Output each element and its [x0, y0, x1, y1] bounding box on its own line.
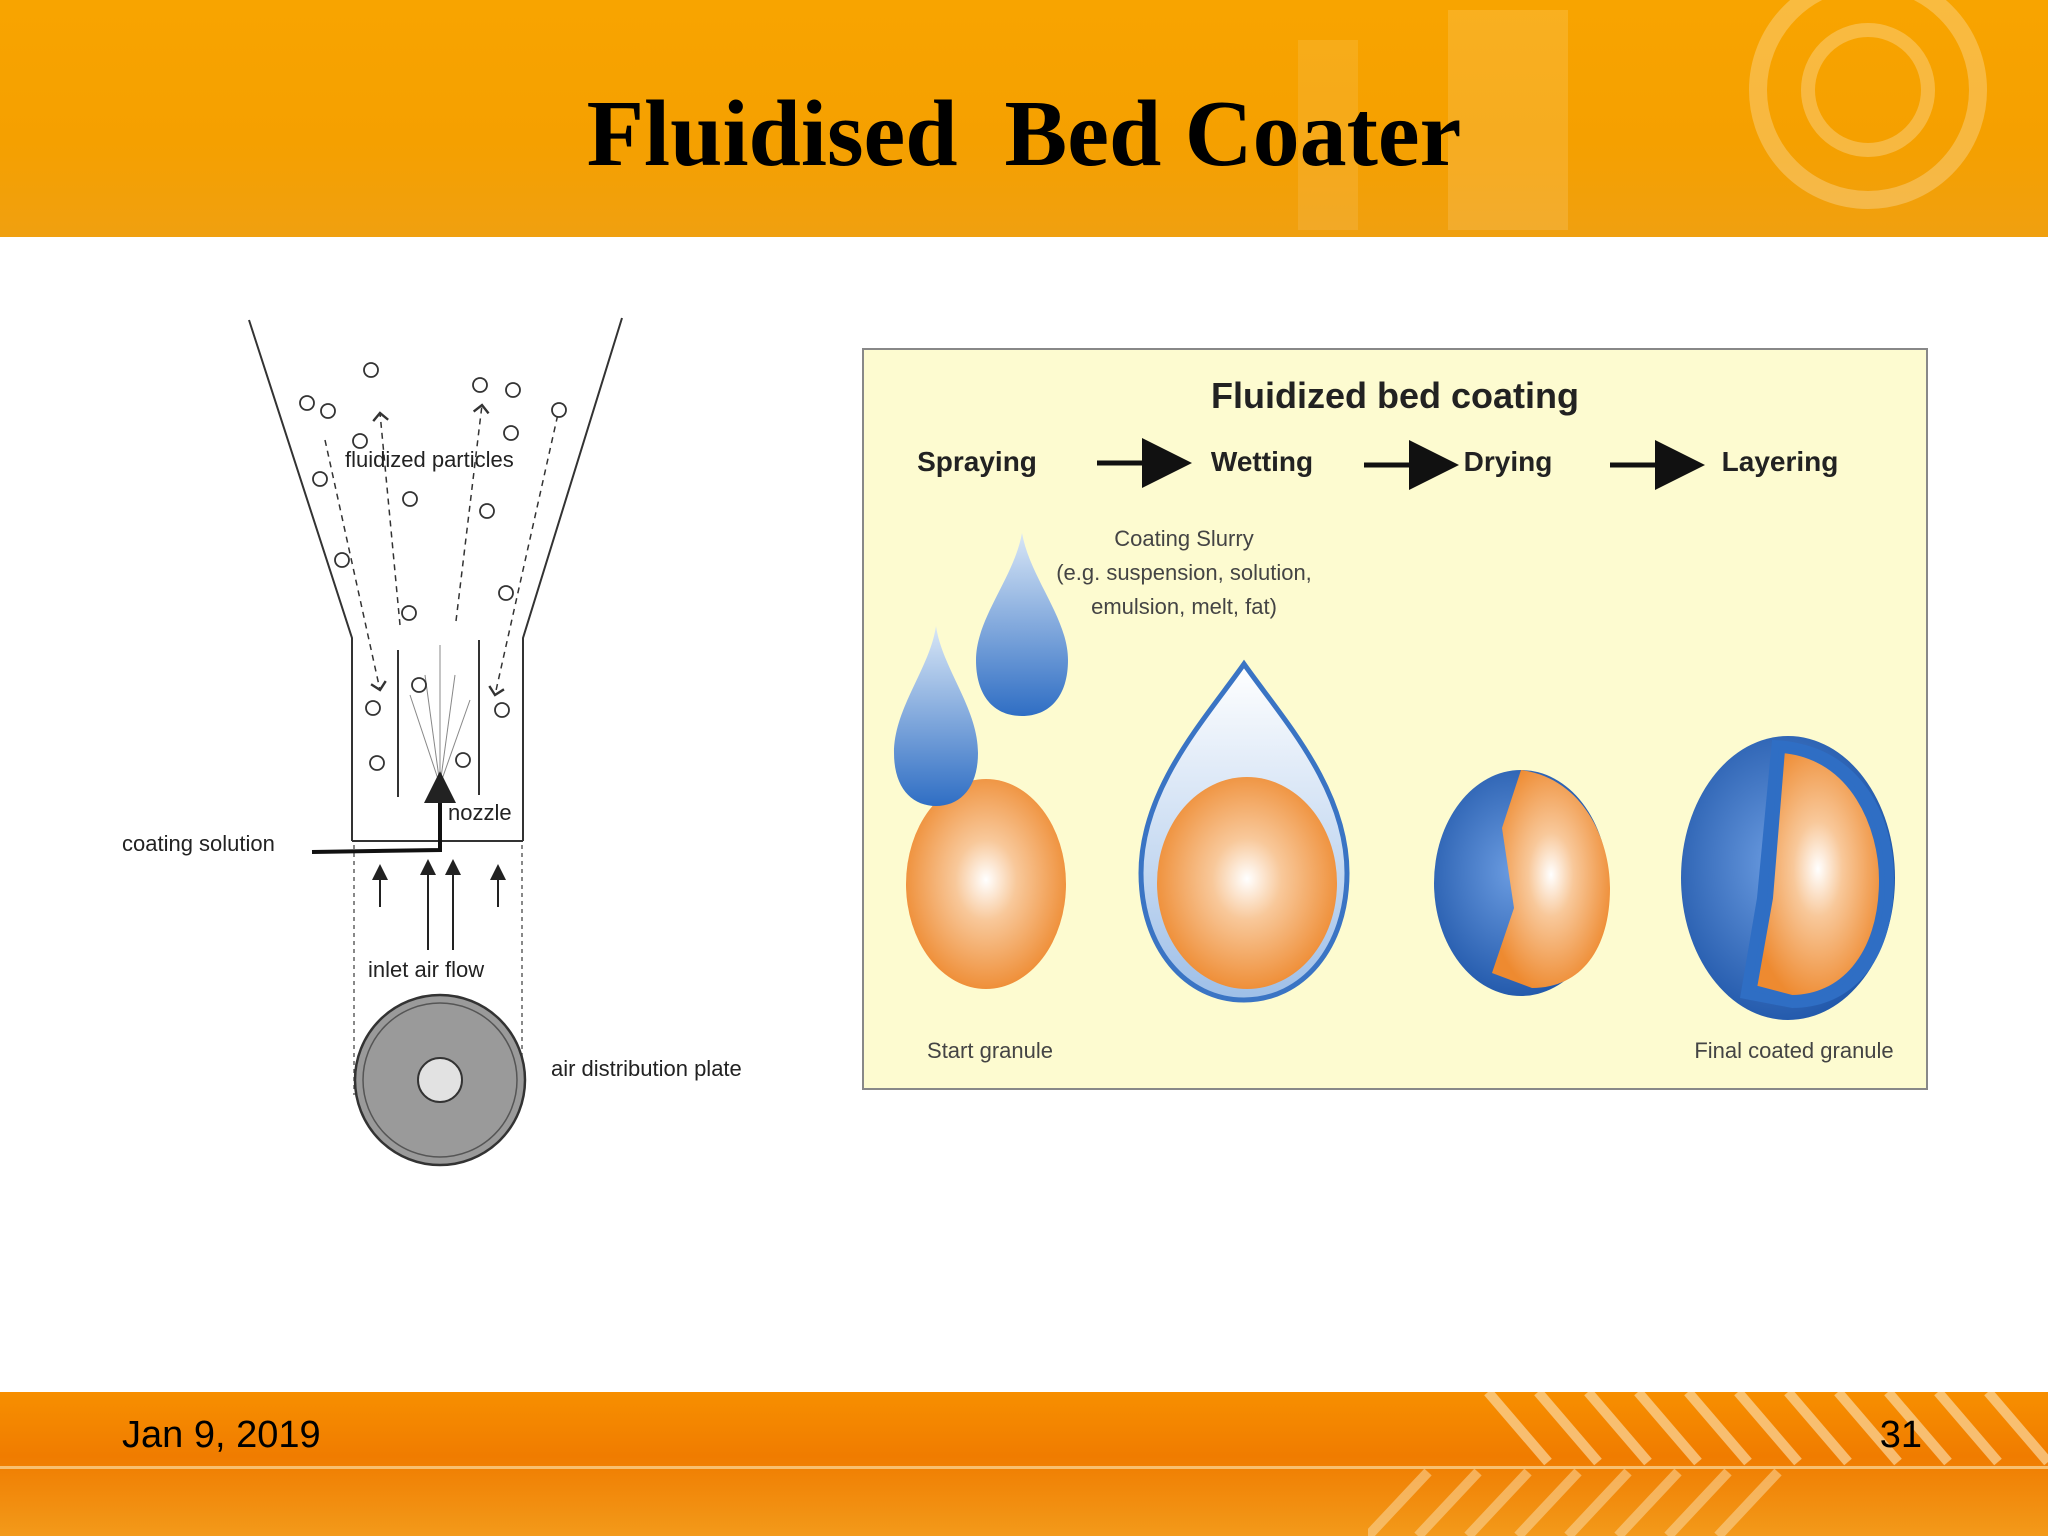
slurry-caption-3: emulsion, melt, fat)	[1091, 594, 1277, 619]
drying-stage	[1434, 770, 1610, 996]
step-arrows	[1097, 438, 1705, 490]
fluid-bed-schematic: fluidized particles nozzle coating solut…	[122, 317, 742, 1167]
stages-title: Fluidized bed coating	[1211, 375, 1579, 416]
slide-title: Fluidised Bed Coater	[586, 82, 1462, 186]
step-spraying: Spraying	[917, 446, 1037, 477]
layering-stage	[1681, 736, 1895, 1020]
header-banner: Fluidised Bed Coater	[0, 0, 2048, 237]
label-coating-solution: coating solution	[122, 831, 275, 856]
start-granule-caption: Start granule	[927, 1038, 1053, 1063]
label-fluidized-particles: fluidized particles	[345, 447, 514, 472]
spraying-stage	[894, 533, 1068, 989]
header-decoration	[1298, 0, 1987, 230]
label-inlet-air-flow: inlet air flow	[368, 957, 484, 982]
wetting-stage	[1138, 659, 1350, 1003]
step-drying: Drying	[1464, 446, 1553, 477]
fluidized-particle-circles	[299, 362, 567, 771]
footer-stripes	[1368, 1392, 2048, 1536]
coating-solution-pipe	[311, 771, 456, 854]
footer-divider	[0, 1466, 2048, 1469]
slurry-caption-1: Coating Slurry	[1114, 526, 1253, 551]
label-nozzle: nozzle	[448, 800, 512, 825]
coating-stages-diagram: Fluidized bed coating Spraying Wetting D…	[862, 348, 1928, 1090]
footer-banner: Jan 9, 2019 31	[0, 1392, 2048, 1536]
spray-fan	[409, 645, 471, 786]
slide-page-number: 31	[1879, 1414, 1922, 1456]
final-granule-caption: Final coated granule	[1694, 1038, 1893, 1063]
step-layering: Layering	[1722, 446, 1839, 477]
slurry-caption-2: (e.g. suspension, solution,	[1056, 560, 1312, 585]
slide-date: Jan 9, 2019	[122, 1414, 321, 1456]
step-wetting: Wetting	[1211, 446, 1313, 477]
chamber-walls	[248, 317, 623, 841]
label-air-distribution-plate: air distribution plate	[551, 1056, 742, 1081]
inlet-air-arrows	[372, 859, 506, 950]
air-distribution-plate	[353, 993, 527, 1167]
circulation-arrows	[324, 403, 561, 697]
